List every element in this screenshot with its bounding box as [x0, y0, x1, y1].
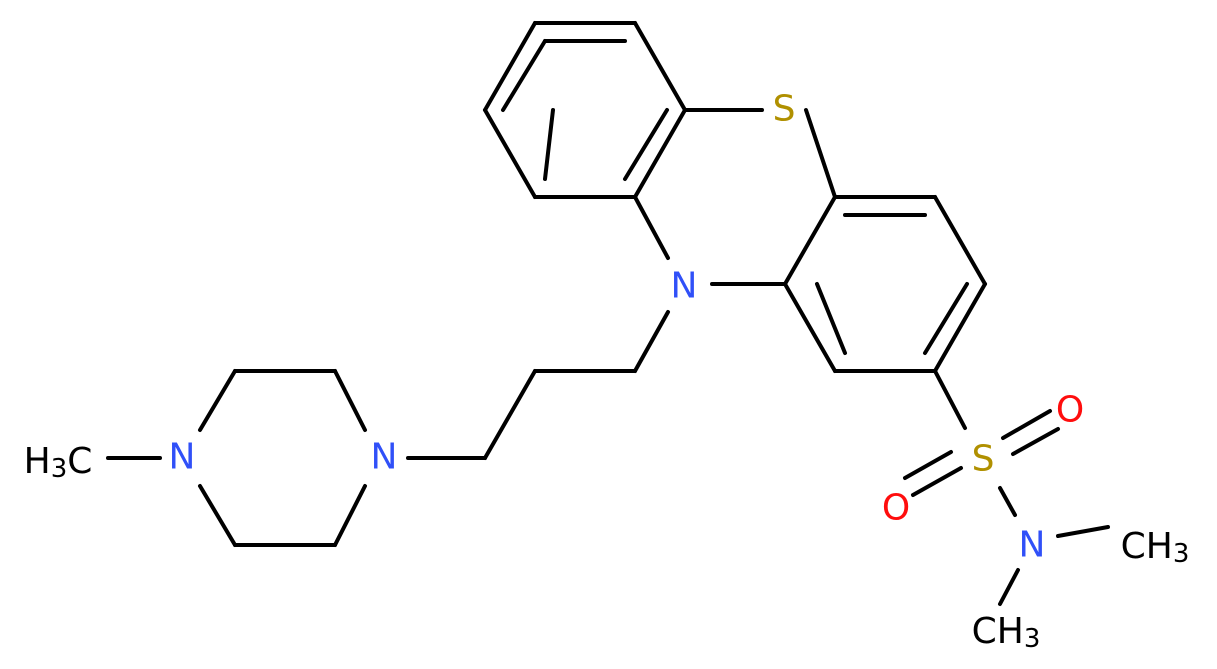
bond-line	[933, 369, 967, 430]
n-methyl-b-subscript: 3	[1024, 624, 1041, 654]
bond-line	[633, 108, 687, 199]
bond-line	[198, 369, 237, 432]
bond-line	[804, 108, 837, 199]
sulfonyl-oxygen-2-label: O	[882, 488, 910, 529]
bond-line	[998, 568, 1020, 606]
bond-line	[923, 282, 969, 355]
bond-line	[783, 195, 837, 286]
methyl-subscript: 3	[51, 454, 68, 484]
piperazine-methyl-label: H3C	[24, 441, 93, 485]
piperazine-nitrogen-1-label: N	[371, 437, 398, 478]
methyl-h: H	[24, 441, 51, 482]
bond-line	[1011, 427, 1060, 456]
n-methyl-a-label: CH3	[1121, 526, 1190, 570]
bond-line	[783, 282, 837, 373]
bond-line	[1001, 409, 1052, 440]
bond-line	[815, 282, 847, 355]
bond-line	[543, 108, 555, 181]
bond-line	[998, 486, 1017, 517]
n-methyl-a-ch: CH	[1121, 526, 1173, 567]
sulfonyl-oxygen-1-label: O	[1056, 390, 1084, 431]
bond-line	[933, 282, 987, 373]
n-methyl-b-label: CH3	[972, 611, 1041, 655]
bond-line	[198, 484, 237, 547]
bond-line	[623, 108, 669, 181]
bond-line	[633, 195, 670, 260]
bond-line	[1056, 525, 1110, 538]
bond-line	[483, 369, 537, 460]
bond-line	[483, 108, 537, 199]
bond-line	[911, 466, 963, 497]
bond-lines	[106, 21, 1110, 606]
bond-line	[483, 21, 537, 112]
bond-line	[633, 21, 687, 112]
bond-line	[333, 484, 367, 547]
ring-nitrogen-label: N	[671, 266, 698, 307]
bond-line	[333, 369, 367, 432]
sulfonyl-sulfur-label: S	[972, 439, 995, 480]
piperazine-nitrogen-4-label: N	[169, 437, 196, 478]
n-methyl-b-ch: CH	[972, 611, 1024, 652]
methyl-c: C	[67, 441, 92, 482]
bond-line	[633, 310, 670, 373]
n-methyl-a-subscript: 3	[1173, 539, 1190, 569]
bond-line	[933, 195, 987, 286]
sulfonamide-nitrogen-label: N	[1019, 525, 1046, 566]
bond-line	[501, 39, 547, 112]
bond-line	[903, 450, 953, 480]
ring-sulfur-label: S	[773, 89, 796, 130]
